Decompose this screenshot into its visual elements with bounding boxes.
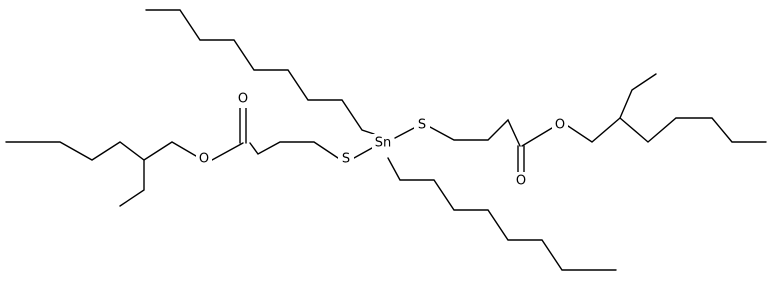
bond-left-c-o-ester [211,142,244,161]
left-ethyl-branch [119,159,145,207]
right-ethylhexyl-chain [567,117,767,143]
sulfur-atom-right: S [414,116,430,134]
left-ethylhexyl-chain [5,141,197,161]
left-thiopropanoate-chain [249,141,339,159]
carbonyl-oxygen-left: O [235,90,251,108]
tin-label: Sn [375,136,392,151]
right-ethyl-branch [619,73,657,119]
bond-lines [5,9,767,271]
ester-oxygen-right: O [552,116,568,134]
carbonyl-oxygen-left-label: O [238,92,248,107]
ester-oxygen-left: O [196,150,212,168]
right-thiopropanoate-chain [429,118,521,147]
ester-oxygen-left-label: O [199,152,209,167]
bond-sn-s-right [394,127,415,139]
lower-octyl-chain [387,157,617,271]
carbonyl-oxygen-right: O [513,172,529,190]
bond-sn-s-left [353,147,373,159]
bond-right-c-o-ester [521,127,553,147]
sulfur-left-label: S [342,152,350,167]
ester-oxygen-right-label: O [555,118,565,133]
carbonyl-oxygen-right-label: O [516,174,526,189]
tin-atom: Sn [372,134,394,152]
atom-labels: Sn S S O O O O [196,90,568,190]
sulfur-right-label: S [418,118,426,133]
sulfur-atom-left: S [338,150,354,168]
upper-octyl-chain [145,9,375,135]
